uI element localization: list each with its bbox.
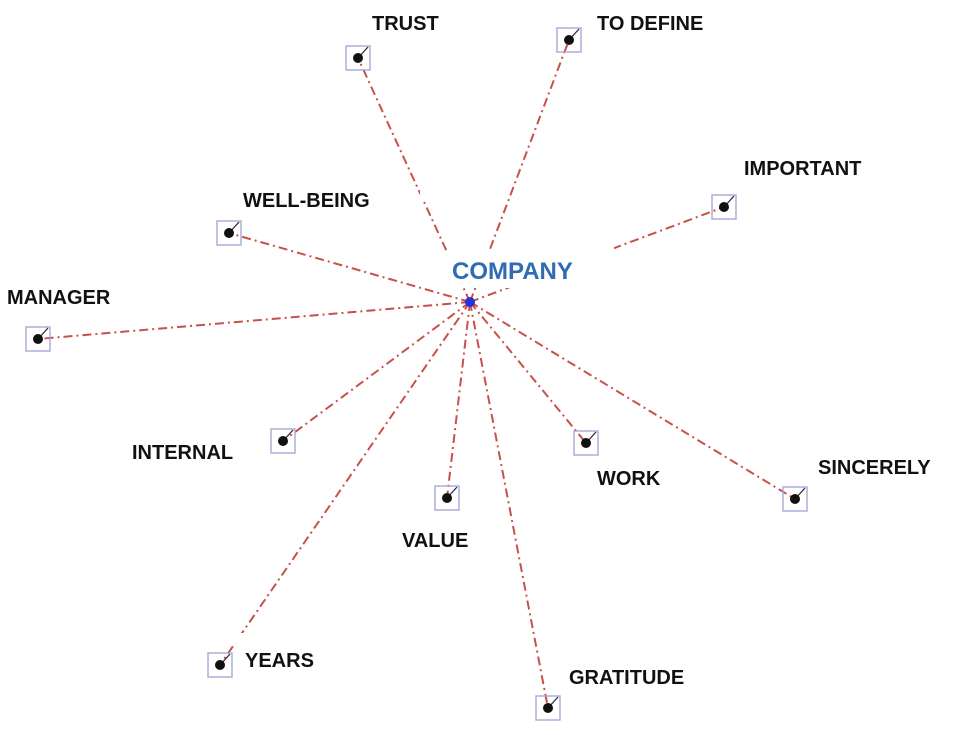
edges [37,39,796,709]
edge-internal [282,301,471,442]
center-node-dot[interactable] [465,297,475,307]
node-dot [543,703,553,713]
node-box [25,326,51,352]
node-label-important: IMPORTANT [744,158,861,180]
center-node-label: COMPANY [452,258,573,285]
edge-manager [37,301,471,340]
node-box [207,652,233,678]
node-gratitude[interactable]: GRATITUDE [535,667,684,721]
node-dot [33,334,43,344]
node-label-years: YEARS [245,650,314,672]
node-box [216,220,242,246]
edge-gap-2 [232,633,246,643]
node-well-being[interactable]: WELL-BEING [216,190,370,246]
node-to-define[interactable]: TO DEFINE [556,13,703,53]
node-manager[interactable]: MANAGER [7,287,111,352]
center-label-background [446,250,612,288]
node-box [434,485,460,511]
node-label-well-being: WELL-BEING [243,190,370,212]
node-label-work: WORK [597,468,661,490]
node-dot [581,438,591,448]
node-box [345,45,371,71]
node-internal[interactable]: INTERNAL [132,428,296,464]
node-value[interactable]: VALUE [402,485,468,552]
edge-gap-0 [420,180,448,200]
edge-work [469,301,587,444]
node-dot [442,493,452,503]
node-box [535,695,561,721]
nodes: TRUST TO DEFINE IMPORTANT WELL-BEING MANAGER… [7,13,931,721]
node-box [270,428,296,454]
edge-gap-3 [266,432,278,446]
node-box [711,194,737,220]
edge-gratitude [469,301,549,709]
node-dot [790,494,800,504]
node-work[interactable]: WORK [573,430,661,490]
node-dot [278,436,288,446]
node-dot [564,35,574,45]
node-box [556,27,582,53]
edge-years [219,301,471,666]
node-sincerely[interactable]: SINCERELY [782,457,931,512]
edge-sincerely [469,301,796,500]
edge-well-being [228,232,471,303]
edge-value [446,301,471,499]
node-box [782,486,808,512]
node-important[interactable]: IMPORTANT [711,158,861,220]
node-label-trust: TRUST [372,13,439,35]
node-dot [215,660,225,670]
node-dot [353,53,363,63]
node-label-value: VALUE [402,530,468,552]
node-trust[interactable]: TRUST [345,13,439,71]
node-dot [719,202,729,212]
node-box [573,430,599,456]
node-label-manager: MANAGER [7,287,111,309]
node-dot [224,228,234,238]
node-label-sincerely: SINCERELY [818,457,931,479]
node-label-gratitude: GRATITUDE [569,667,684,689]
node-label-to-define: TO DEFINE [597,13,703,35]
node-label-internal: INTERNAL [132,442,233,464]
node-years[interactable]: YEARS [207,650,314,678]
